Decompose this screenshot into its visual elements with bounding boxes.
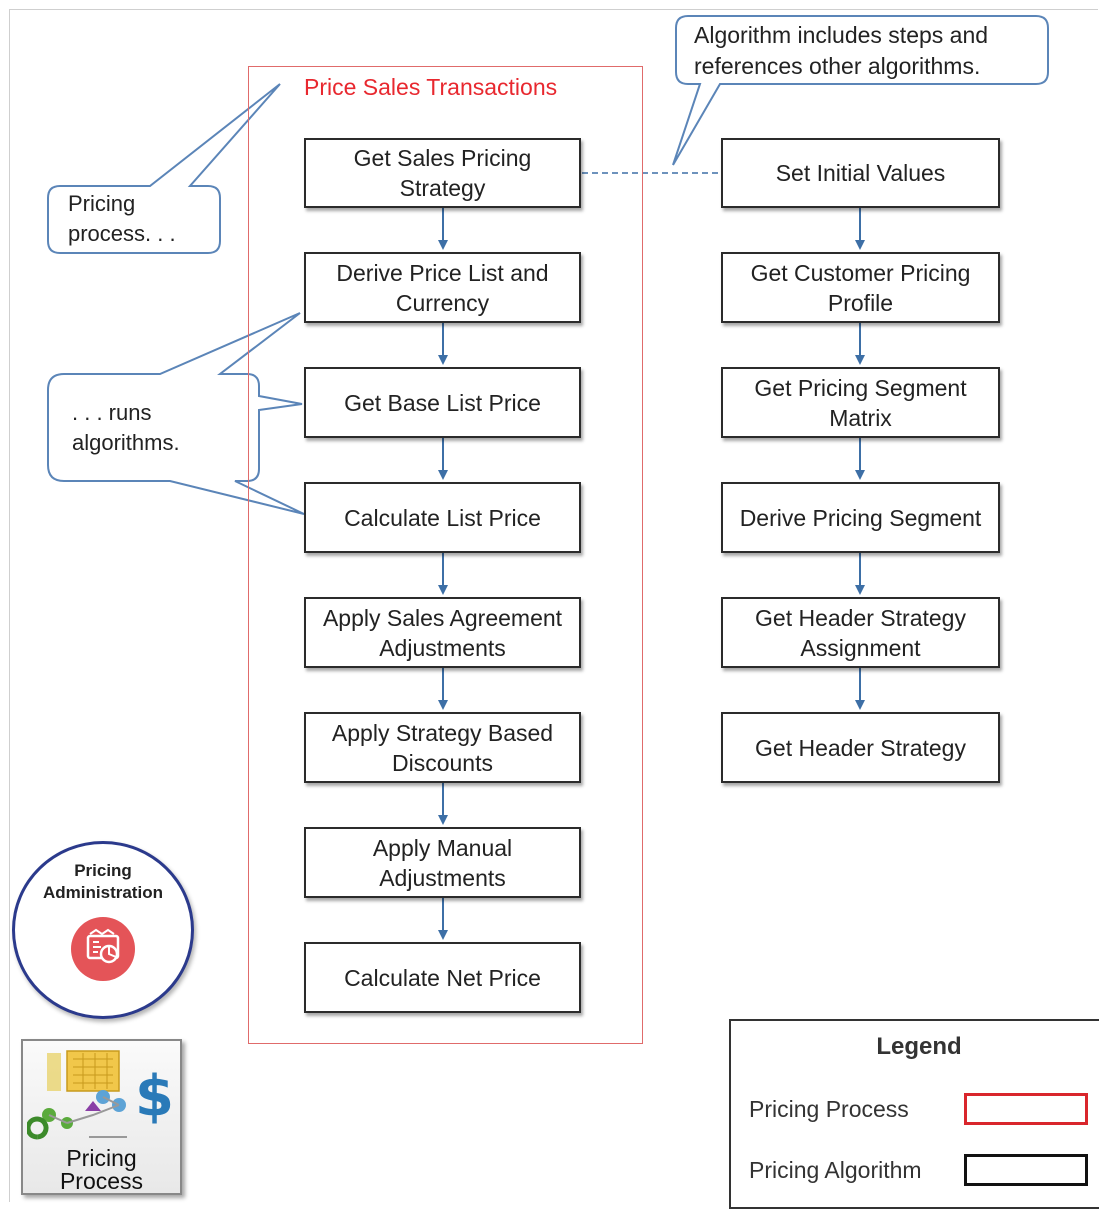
badge-line-1: Pricing — [74, 861, 132, 880]
legend-swatch-algorithm — [964, 1154, 1088, 1186]
process-step-get-sales-pricing-strategy: Get Sales Pricing Strategy — [304, 138, 581, 208]
tile-line-2: Process — [59, 1168, 144, 1194]
process-step-derive-price-list-and-currency: Derive Price List and Currency — [304, 252, 581, 323]
diagram-frame — [9, 9, 1098, 1202]
algorithm-step-get-customer-pricing-profile: Get Customer Pricing Profile — [721, 252, 1000, 323]
callout-pricing-process-text: Pricing process. . . — [68, 191, 176, 246]
pricing-administration-badge[interactable]: Pricing Administration — [12, 841, 194, 1019]
algorithm-step-get-pricing-segment-matrix: Get Pricing Segment Matrix — [721, 367, 1000, 438]
pricing-process-icon: $ — [27, 1050, 174, 1140]
algorithm-step-get-header-strategy-assignment: Get Header Strategy Assignment — [721, 597, 1000, 668]
algorithm-step-get-header-strategy: Get Header Strategy — [721, 712, 1000, 783]
process-step-apply-manual-adjustments: Apply Manual Adjustments — [304, 827, 581, 898]
legend-label-algorithm: Pricing Algorithm — [749, 1157, 922, 1183]
process-step-apply-strategy-based-discounts: Apply Strategy Based Discounts — [304, 712, 581, 783]
tile-line-1: Pricing — [66, 1145, 137, 1171]
legend: Legend Pricing Process Pricing Algorithm — [729, 1019, 1099, 1209]
algorithm-step-set-initial-values: Set Initial Values — [721, 138, 1000, 208]
callout-pricing-process — [47, 83, 281, 254]
legend-title: Legend — [876, 1033, 962, 1060]
algorithm-step-derive-pricing-segment: Derive Pricing Segment — [721, 482, 1000, 553]
pricing-process-tile[interactable]: $ Pricing Process — [21, 1039, 182, 1195]
pricing-administration-icon — [71, 917, 135, 981]
process-step-calculate-net-price: Calculate Net Price — [304, 942, 581, 1013]
callout-algorithm-includes — [672, 15, 1049, 166]
pricing-process-container — [248, 66, 643, 1044]
process-step-calculate-list-price: Calculate List Price — [304, 482, 581, 553]
process-title: Price Sales Transactions — [304, 74, 558, 100]
legend-swatch-process — [964, 1093, 1088, 1125]
svg-text:$: $ — [135, 1064, 174, 1129]
legend-label-process: Pricing Process — [749, 1096, 909, 1122]
callout-runs-algorithms-text: . . . runs algorithms. — [72, 400, 180, 455]
callout-algorithm-includes-text: Algorithm includes steps and references … — [694, 22, 989, 79]
process-step-get-base-list-price: Get Base List Price — [304, 367, 581, 438]
process-step-apply-sales-agreement-adjustments: Apply Sales Agreement Adjustments — [304, 597, 581, 668]
badge-line-2: Administration — [43, 883, 163, 902]
